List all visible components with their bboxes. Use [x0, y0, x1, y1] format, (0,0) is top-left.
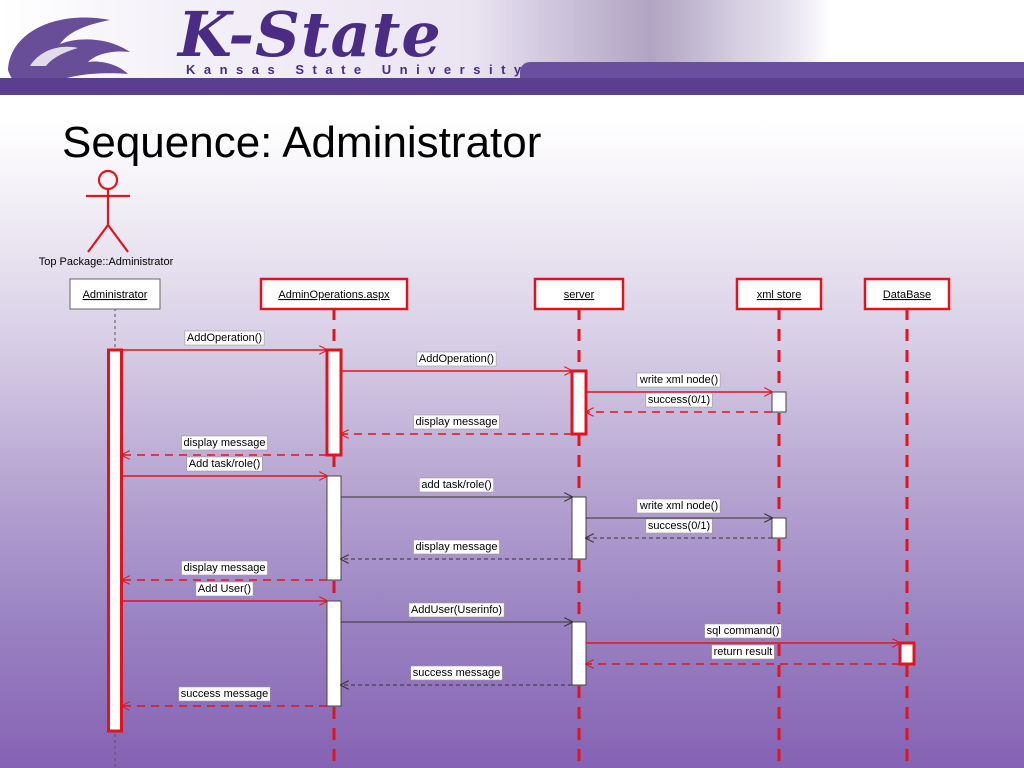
message-label-bg — [636, 498, 721, 514]
message-12: display message — [122, 560, 327, 580]
message-13: Add User() — [122, 581, 327, 601]
page-title: Sequence: Administrator — [62, 118, 542, 167]
lifeline-label-db: DataBase — [883, 289, 931, 301]
message-14: AddUser(Userinfo) — [341, 602, 572, 622]
message-label: display message — [416, 416, 498, 428]
message-label-bg — [704, 623, 782, 639]
message-label: display message — [184, 437, 266, 449]
message-1: AddOperation() — [122, 330, 327, 350]
message-label-bg — [195, 581, 254, 597]
message-15: sql command() — [586, 623, 900, 643]
message-label: display message — [184, 562, 266, 574]
message-label: sql command() — [707, 625, 780, 637]
message-label-bg — [410, 665, 503, 681]
activation-bar — [898, 641, 916, 666]
lifeline-db: DataBase — [863, 277, 951, 768]
message-label-bg — [413, 414, 500, 430]
kstate-banner: K-State Kansas State University — [0, 0, 1024, 95]
lifeline-label-ops: AdminOperations.aspx — [278, 289, 390, 301]
banner-band — [0, 78, 1024, 95]
activation-bar — [326, 475, 342, 581]
lifeline-box-xml — [735, 277, 823, 311]
message-18: success message — [122, 686, 327, 706]
message-7: Add task/role() — [122, 456, 327, 476]
lifeline-box-db — [863, 277, 951, 311]
message-label-bg — [184, 330, 265, 346]
lifeline-label-server: server — [564, 289, 595, 301]
lifeline-server: server — [533, 277, 625, 768]
message-label-bg — [181, 560, 268, 576]
actor-figure-icon — [86, 169, 130, 253]
powercat-logo-icon — [8, 17, 130, 89]
lifeline-label-admin: Administrator — [83, 289, 148, 301]
lifeline-box-admin — [69, 278, 161, 310]
message-label-bg — [181, 435, 268, 451]
message-label-bg — [636, 372, 721, 388]
message-5: display message — [341, 414, 572, 434]
message-3: write xml node() — [586, 372, 772, 392]
activation-bar — [571, 621, 587, 686]
message-label: success message — [413, 667, 500, 679]
message-label: AddOperation() — [187, 332, 262, 344]
message-label: write xml node() — [639, 500, 718, 512]
lifeline-label-xml: xml store — [757, 289, 802, 301]
message-label-bg — [186, 456, 263, 472]
activation-bar — [325, 348, 343, 457]
message-label-bg — [408, 602, 505, 618]
message-label: AddUser(Userinfo) — [411, 604, 502, 616]
activation-bar — [570, 369, 588, 436]
logo-subtitle: Kansas State University — [186, 62, 530, 77]
message-label: add task/role() — [421, 479, 491, 491]
lifeline-box-server — [533, 277, 625, 311]
activation-bar — [107, 348, 123, 733]
actor-label: Top Package::Administrator — [39, 256, 174, 268]
message-17: success message — [341, 665, 572, 685]
activation-bar — [771, 391, 787, 413]
activation-bar — [771, 517, 787, 539]
message-label: success(0/1) — [648, 394, 710, 406]
message-label: Add task/role() — [189, 458, 261, 470]
message-label: success message — [181, 688, 268, 700]
lifeline-box-ops — [259, 277, 409, 311]
message-label: write xml node() — [639, 374, 718, 386]
message-10: success(0/1) — [586, 518, 772, 538]
logo-title: K-State — [178, 0, 442, 71]
message-2: AddOperation() — [341, 351, 572, 371]
message-16: return result — [586, 644, 900, 664]
banner-stripe — [520, 62, 1024, 78]
message-label-bg — [178, 686, 271, 702]
message-label-bg — [419, 477, 494, 493]
lifeline-ops: AdminOperations.aspx — [259, 277, 409, 768]
message-label-bg — [413, 539, 500, 555]
message-6: display message — [122, 435, 327, 455]
message-9: write xml node() — [586, 498, 772, 518]
message-label: display message — [416, 541, 498, 553]
message-label-bg — [416, 351, 497, 367]
message-label: AddOperation() — [419, 353, 494, 365]
lifeline-xml: xml store — [735, 277, 823, 768]
message-label-bg — [645, 518, 713, 534]
message-4: success(0/1) — [586, 392, 772, 412]
message-label-bg — [711, 644, 775, 660]
activation-bar — [326, 600, 342, 707]
message-8: add task/role() — [341, 477, 572, 497]
message-label: success(0/1) — [648, 520, 710, 532]
message-11: display message — [341, 539, 572, 559]
message-label-bg — [645, 392, 713, 408]
message-label: return result — [714, 646, 773, 658]
activation-bar — [571, 496, 587, 560]
message-label: Add User() — [198, 583, 251, 595]
